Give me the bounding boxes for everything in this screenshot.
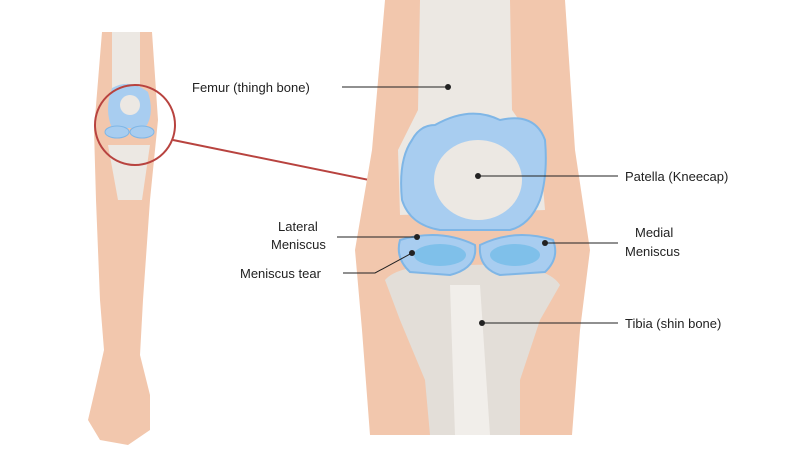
label-femur: Femur (thingh bone): [192, 80, 451, 95]
small-leg-illustration: [88, 32, 429, 445]
label-tear-text: Meniscus tear: [240, 266, 322, 281]
label-lateral-line2: Meniscus: [271, 237, 326, 252]
label-medial-meniscus: Medial Meniscus: [542, 225, 680, 259]
zoom-circle: [94, 84, 176, 166]
label-patella-text: Patella (Kneecap): [625, 169, 728, 184]
label-lateral-line1: Lateral: [278, 219, 318, 234]
label-lateral-meniscus: Lateral Meniscus: [271, 219, 420, 252]
label-tibia-text: Tibia (shin bone): [625, 316, 721, 331]
label-patella: Patella (Kneecap): [475, 169, 728, 184]
label-femur-text: Femur (thingh bone): [192, 80, 310, 95]
label-meniscus-tear: Meniscus tear: [240, 250, 415, 281]
label-medial-line1: Medial: [635, 225, 673, 240]
knee-illustration: [355, 0, 590, 435]
label-tibia: Tibia (shin bone): [479, 316, 721, 331]
patella: [434, 140, 522, 220]
label-medial-line2: Meniscus: [625, 244, 680, 259]
